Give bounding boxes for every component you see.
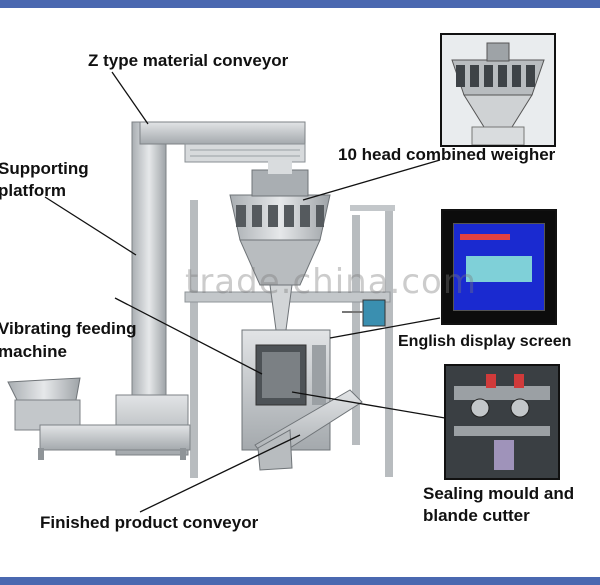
inset-weigher-photo [440,33,556,147]
inset-sealing-mould [444,364,560,480]
label-vibrating-line1: Vibrating feeding [0,319,137,338]
label-supporting-line2: platform [0,181,66,200]
watermark: trade.china.com [185,262,477,302]
inset-display-screen [441,209,557,325]
label-display: English display screen [398,333,572,350]
screen-panel [466,256,532,282]
top-band [0,0,600,8]
label-weigher: 10 head combined weigher [338,145,556,164]
screen-header [460,234,510,240]
label-z-conveyor: Z type material conveyor [88,51,289,70]
leader-lines [44,71,446,513]
label-supporting-line1: Supporting [0,159,89,178]
sealing-mould-icon [446,366,558,478]
weigher-photo-icon [442,35,554,145]
label-sealing-line1: Sealing mould and [423,484,575,503]
label-finished: Finished product conveyor [40,513,259,532]
vibrating-feeder [7,377,191,460]
label-vibrating-line2: machine [0,342,67,361]
bottom-band [0,577,600,585]
label-sealing-line2: blande cutter [423,506,530,525]
multihead-weigher [229,160,331,331]
screen-display [453,223,545,311]
